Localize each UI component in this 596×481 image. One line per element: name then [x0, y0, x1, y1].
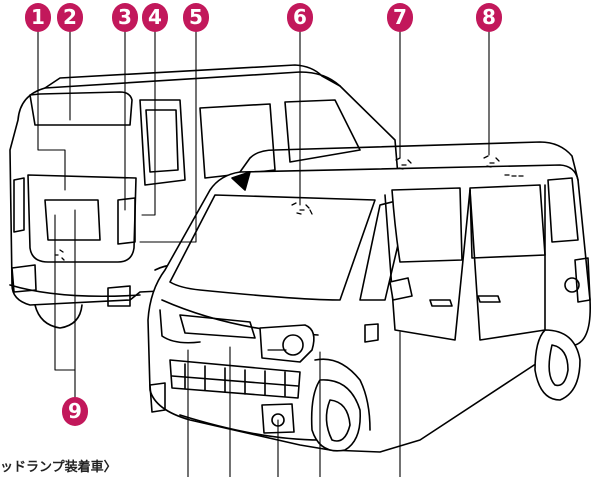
callout-7: 7 — [387, 3, 413, 32]
callout-6: 6 — [287, 3, 313, 32]
callout-2: 2 — [57, 3, 83, 32]
callout-4: 4 — [142, 3, 168, 32]
callout-3: 3 — [112, 3, 138, 32]
callout-1: 1 — [25, 3, 51, 32]
callout-5: 5 — [183, 3, 209, 32]
caption-text: ッドランプ装着車〉 — [0, 456, 117, 475]
callout-8: 8 — [476, 3, 502, 32]
front-vehicle — [148, 142, 590, 452]
callout-9: 9 — [62, 397, 88, 426]
